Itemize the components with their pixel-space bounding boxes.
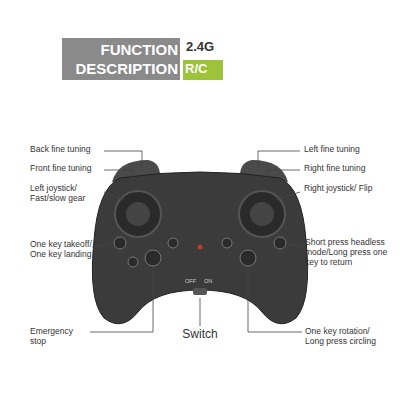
leader-line xyxy=(104,170,132,178)
callout-label: Right fine tuning xyxy=(304,164,374,174)
callout-label: Back fine tuning xyxy=(30,145,104,155)
power-led xyxy=(198,245,203,250)
right-center-button xyxy=(222,238,232,248)
emergency-stop-button xyxy=(145,250,161,266)
right-joystick xyxy=(239,191,285,237)
rc-band xyxy=(183,60,223,80)
leader-line xyxy=(104,192,125,200)
switch-state: OFF xyxy=(176,278,196,284)
rc-label: R/C xyxy=(185,62,221,77)
callout-label: Right joystick/ Flip xyxy=(304,184,374,194)
callout-label: Left fine tuning xyxy=(304,145,374,155)
title-band xyxy=(62,38,180,80)
left-joystick-cap xyxy=(126,202,150,226)
headless-button xyxy=(274,237,286,249)
leader-line xyxy=(248,268,302,332)
leader-line xyxy=(104,151,142,166)
leader-line xyxy=(276,192,300,200)
leader-line xyxy=(200,298,201,326)
leader-line xyxy=(258,151,300,166)
leader-line xyxy=(90,268,153,332)
title-text: FUNCTION DESCRIPTION xyxy=(66,40,178,78)
frequency-label: 2.4G xyxy=(186,40,236,55)
callout-label: Short press headless mode/Long press one… xyxy=(305,238,389,267)
power-switch xyxy=(193,288,207,295)
switch-state: ON xyxy=(204,278,224,284)
rotation-button xyxy=(240,250,256,266)
switch-label: Switch xyxy=(172,328,228,342)
right-joystick-cap xyxy=(250,202,274,226)
callout-label: Front fine tuning xyxy=(30,164,104,174)
stop-icon xyxy=(128,257,138,267)
callout-label: One key takeoff/ One key landing xyxy=(30,240,92,260)
leader-lines xyxy=(90,151,302,332)
leader-line xyxy=(92,244,112,247)
leader-line xyxy=(288,244,302,247)
left-joystick xyxy=(115,191,161,237)
takeoff-button xyxy=(114,237,126,249)
callout-label: Emergency stop xyxy=(30,327,90,347)
leader-line xyxy=(268,170,300,178)
left-center-button xyxy=(168,238,178,248)
callout-label: One key rotation/ Long press circling xyxy=(305,327,389,347)
callout-label: Left joystick/ Fast/slow gear xyxy=(30,184,104,204)
